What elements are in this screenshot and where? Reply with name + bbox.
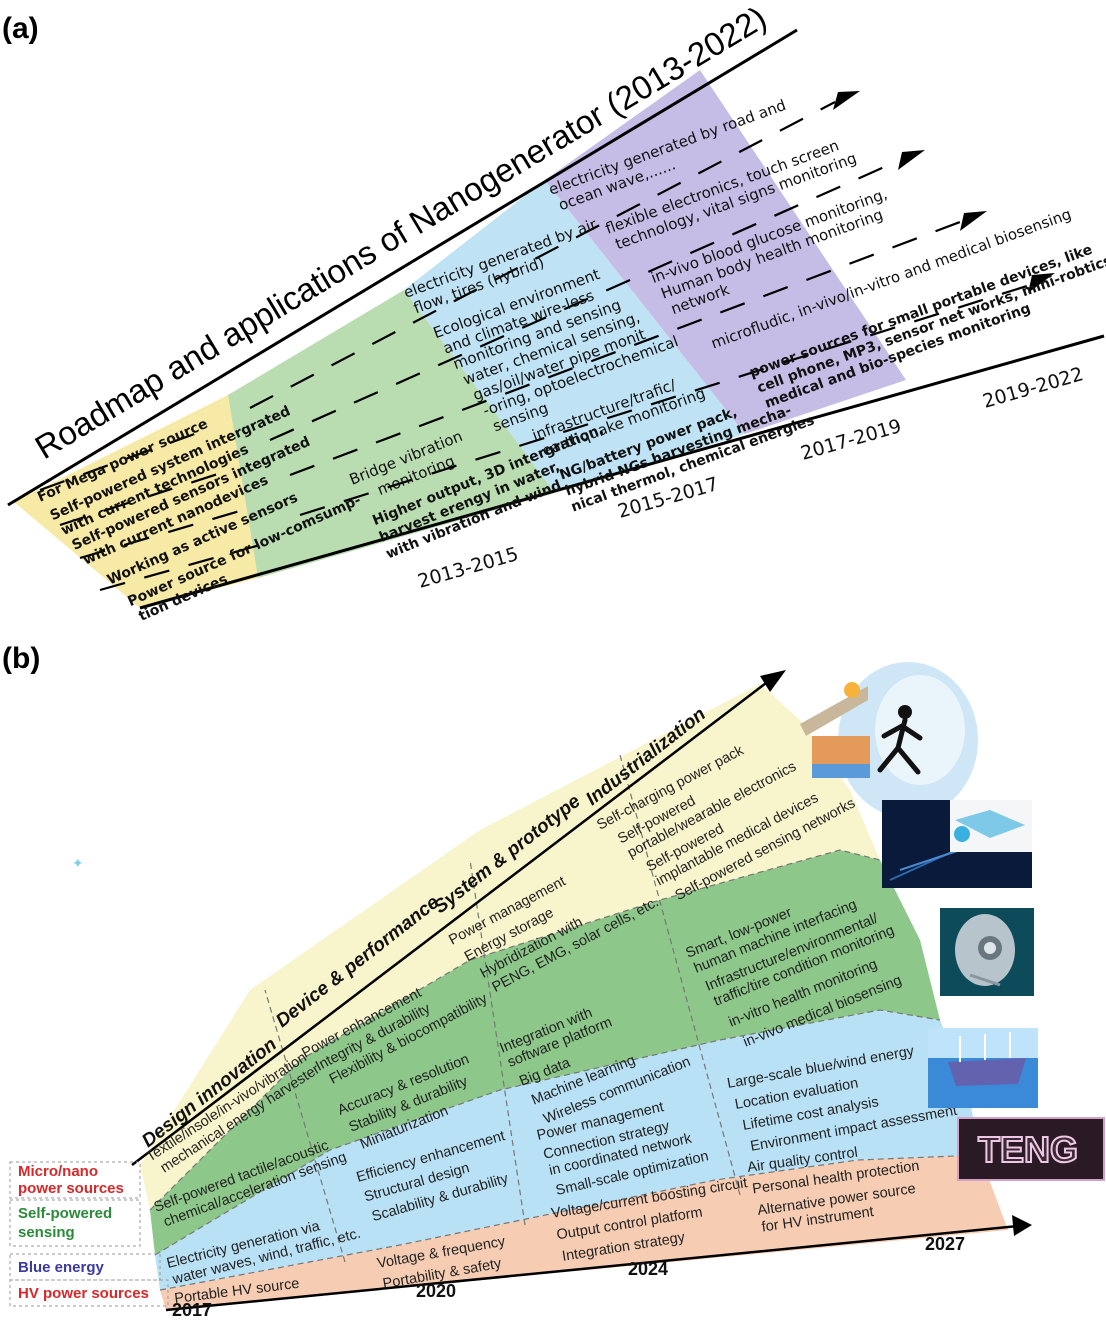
- roadmap-top-line: [7, 28, 798, 507]
- offshore-wind-image: [928, 1028, 1038, 1108]
- band-self-powered-sensing: [150, 850, 940, 1255]
- legend-micro-line2: power sources: [18, 1180, 124, 1197]
- roadmap-bottom-line: [139, 334, 1105, 610]
- band-boundary-3: [149, 849, 881, 1211]
- sector-2017-2019: [545, 70, 906, 434]
- legend-sensing-line1: Self-powered: [18, 1205, 112, 1222]
- column-divider-3: [619, 754, 741, 1196]
- legend-blue: Blue energy: [18, 1259, 105, 1276]
- band-blue-energy: [155, 1010, 980, 1290]
- year-2024: 2024: [628, 1259, 668, 1279]
- band-hv-power-sources: [160, 1155, 1008, 1310]
- arrow-head-4: [1028, 273, 1055, 293]
- stage-axis-arrow: [760, 670, 786, 692]
- stage-axis-line: [131, 679, 771, 1166]
- band-boundary-1: [159, 1154, 981, 1291]
- roadmap-dashed-lines: [39, 101, 1031, 592]
- panel-b-roadmap: Design innovation Device & performance S…: [9, 662, 1105, 1320]
- legend: Micro/nano power sources Self-powered se…: [9, 1161, 169, 1307]
- arrow-head-3: [960, 211, 987, 231]
- time-axis-line: [165, 1224, 1019, 1312]
- self-charging-runner-image: [800, 662, 978, 818]
- legend-hv: HV power sources: [18, 1285, 149, 1302]
- period-label-1: 2013-2015: [415, 543, 521, 593]
- robot-head-image: [940, 908, 1034, 996]
- column-divider-1: [264, 989, 346, 1263]
- sector-2015-2017: [404, 180, 745, 493]
- panel-a-label: (a): [2, 12, 39, 45]
- keyboard-sensing-image: [882, 800, 1032, 888]
- year-2020: 2020: [416, 1281, 456, 1301]
- arrow-head-1: [833, 91, 860, 110]
- teng-sign-text: TENG: [978, 1129, 1078, 1170]
- sector-2013-2015-right: [228, 290, 555, 578]
- period-label-4: 2019-2022: [980, 363, 1086, 413]
- panel-a-roadmap: Roadmap and applications of Nanogenerato…: [7, 0, 1106, 625]
- legend-box-blue: [9, 1253, 161, 1281]
- legend-sensing-line2: sensing: [18, 1224, 75, 1241]
- teng-neon-image: TENG: [957, 1117, 1105, 1181]
- legend-box-micro: [9, 1161, 141, 1199]
- year-2027: 2027: [925, 1234, 965, 1254]
- sector-2013-2015-left: [14, 395, 258, 608]
- time-axis-arrow: [1012, 1215, 1032, 1236]
- column-divider-2: [469, 859, 526, 1226]
- panel-b-label: (b): [2, 642, 40, 675]
- arrow-head-2: [898, 150, 925, 170]
- year-2017: 2017: [172, 1300, 212, 1320]
- legend-micro-line1: Micro/nano: [18, 1163, 98, 1180]
- sparkle-icon: ✦: [72, 856, 84, 872]
- band-boundary-2: [154, 1009, 941, 1256]
- legend-box-sensing: [9, 1199, 141, 1247]
- legend-box-hv: [9, 1279, 169, 1307]
